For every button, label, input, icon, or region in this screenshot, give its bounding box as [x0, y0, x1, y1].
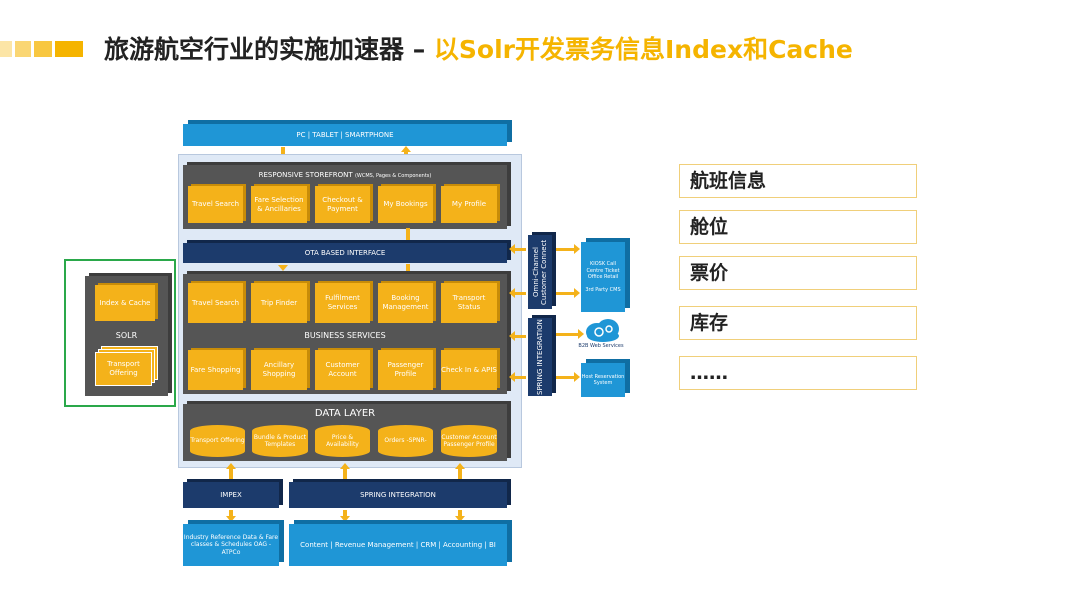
spring-side-label: SPRING INTEGRATION — [536, 319, 544, 395]
business-trip-finder: Trip Finder — [251, 283, 307, 323]
header-bar-4 — [55, 41, 83, 57]
arrow-ext-4-head — [574, 372, 580, 382]
arrow-bottom-1-head — [226, 516, 236, 522]
business-services-label: BUSINESS SERVICES — [304, 331, 386, 340]
arrow-bottom-2 — [343, 510, 347, 518]
arrow-impex — [229, 469, 233, 479]
page-title: 旅游航空行业的实施加速器 – 以Solr开发票务信息Index和Cache — [104, 35, 853, 64]
solr-transport-offering: Transport Offering — [95, 352, 152, 386]
spring-side-bar — [528, 318, 552, 396]
solr-index-cache: Index & Cache — [95, 285, 155, 321]
arrow-ext-1-head — [574, 244, 580, 254]
arrow-side-1-head — [509, 244, 515, 254]
solr-label: SOLR — [115, 331, 138, 340]
header-bar-1 — [0, 41, 12, 57]
arrow-ext-2-head — [574, 288, 580, 298]
kiosk-label: KIOSK Call Centre Ticket Office Retail — [586, 261, 620, 280]
arrow-spring-1-head — [340, 463, 350, 469]
data-price-availability: Price & Availability — [315, 425, 370, 457]
arrow-down-1 — [281, 147, 285, 157]
business-passenger-profile: Passenger Profile — [378, 350, 433, 390]
business-check-in: Check In & APIS — [441, 350, 497, 390]
arrow-ext-4 — [556, 376, 574, 379]
third-party-label: 3rd Party CMS — [585, 286, 621, 293]
solr-highlight-border — [64, 259, 176, 407]
header-bar-3 — [34, 41, 52, 57]
arrow-side-3-head — [509, 331, 515, 341]
info-item-cabin: 舱位 — [679, 210, 917, 244]
host-system-box: Host Reservation System — [581, 363, 625, 397]
data-bundle-templates: Bundle & Product Templates — [252, 425, 308, 457]
cloud-icon — [583, 318, 623, 342]
business-customer-account: Customer Account — [315, 350, 370, 390]
info-item-more: …… — [679, 356, 917, 390]
storefront-fare-selection: Fare Selection & Ancillaries — [251, 186, 307, 223]
business-fare-shopping: Fare Shopping — [188, 350, 243, 390]
arrow-side-4-head — [509, 372, 515, 382]
business-ancillary-shopping: Ancillary Shopping — [251, 350, 307, 390]
devices-bar: PC | TABLET | SMARTPHONE — [183, 124, 507, 146]
info-item-fare: 票价 — [679, 256, 917, 290]
b2b-label: B2B Web Services — [578, 343, 624, 349]
storefront-my-bookings: My Bookings — [378, 186, 433, 223]
arrow-spring-1 — [343, 469, 347, 479]
storefront-checkout: Checkout & Payment — [315, 186, 370, 223]
data-layer-label: DATA LAYER — [314, 408, 376, 419]
impex-bar: IMPEX — [183, 482, 279, 508]
business-transport-status: Transport Status — [441, 283, 497, 323]
arrow-ext-3 — [556, 333, 578, 336]
business-travel-search: Travel Search — [188, 283, 243, 323]
industry-data-bar: Industry Reference Data & Fare classes &… — [183, 524, 279, 566]
arrow-up-1-head — [401, 146, 411, 152]
kiosk-box: KIOSK Call Centre Ticket Office Retail 3… — [581, 242, 625, 312]
storefront-travel-search: Travel Search — [188, 186, 243, 223]
info-item-inventory: 库存 — [679, 306, 917, 340]
data-customer-account: Customer Account Passenger Profile — [441, 425, 497, 457]
ota-interface-bar: OTA BASED INTERFACE — [183, 243, 507, 263]
data-orders: Orders -SPNR- — [378, 425, 433, 457]
arrow-side-2 — [514, 292, 526, 295]
arrow-ota-up-1 — [406, 228, 410, 240]
arrow-bottom-1 — [229, 510, 233, 518]
omni-channel-label: Omni-Channel Customer Connect — [532, 239, 548, 305]
arrow-impex-head — [226, 463, 236, 469]
info-item-flight: 航班信息 — [679, 164, 917, 198]
data-transport-offering: Transport Offering — [190, 425, 245, 457]
storefront-my-profile: My Profile — [441, 186, 497, 223]
arrow-side-3 — [514, 335, 526, 338]
arrow-side-4 — [514, 376, 526, 379]
arrow-bottom-3 — [458, 510, 462, 518]
storefront-sublabel: (WCMS, Pages & Components) — [354, 173, 432, 179]
business-booking-management: Booking Management — [378, 283, 433, 323]
arrow-side-2-head — [509, 288, 515, 298]
content-bar: Content | Revenue Management | CRM | Acc… — [289, 524, 507, 566]
arrow-ext-3-head — [578, 329, 584, 339]
arrow-bottom-2-head — [340, 516, 350, 522]
arrow-spring-2 — [458, 469, 462, 479]
storefront-label: RESPONSIVE STOREFRONT — [258, 171, 353, 179]
business-fulfilment: Fulfilment Services — [315, 283, 370, 323]
arrow-ext-1 — [556, 248, 574, 251]
arrow-ota-down — [278, 265, 288, 271]
arrow-side-1 — [514, 248, 526, 251]
arrow-ota-up-2 — [406, 264, 410, 272]
header-bar-2 — [15, 41, 31, 57]
arrow-bottom-3-head — [455, 516, 465, 522]
arrow-spring-2-head — [455, 463, 465, 469]
spring-integration-bar: SPRING INTEGRATION — [289, 482, 507, 508]
omni-channel-bar — [528, 235, 552, 309]
arrow-ext-2 — [556, 292, 574, 295]
